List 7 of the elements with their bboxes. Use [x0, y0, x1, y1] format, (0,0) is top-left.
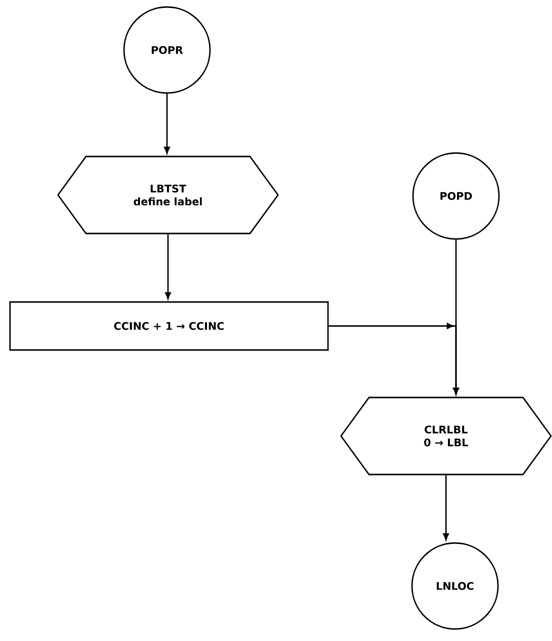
arrow [165, 234, 171, 300]
preparation-hexagon: LBTST define label [57, 156, 279, 234]
arrow [164, 94, 170, 154]
preparation-hexagon: CLRLBL 0 → LBL [340, 396, 552, 476]
arrow [453, 240, 459, 395]
process-box: CCINC + 1 → CCINC [9, 301, 329, 351]
arrow [443, 475, 449, 540]
